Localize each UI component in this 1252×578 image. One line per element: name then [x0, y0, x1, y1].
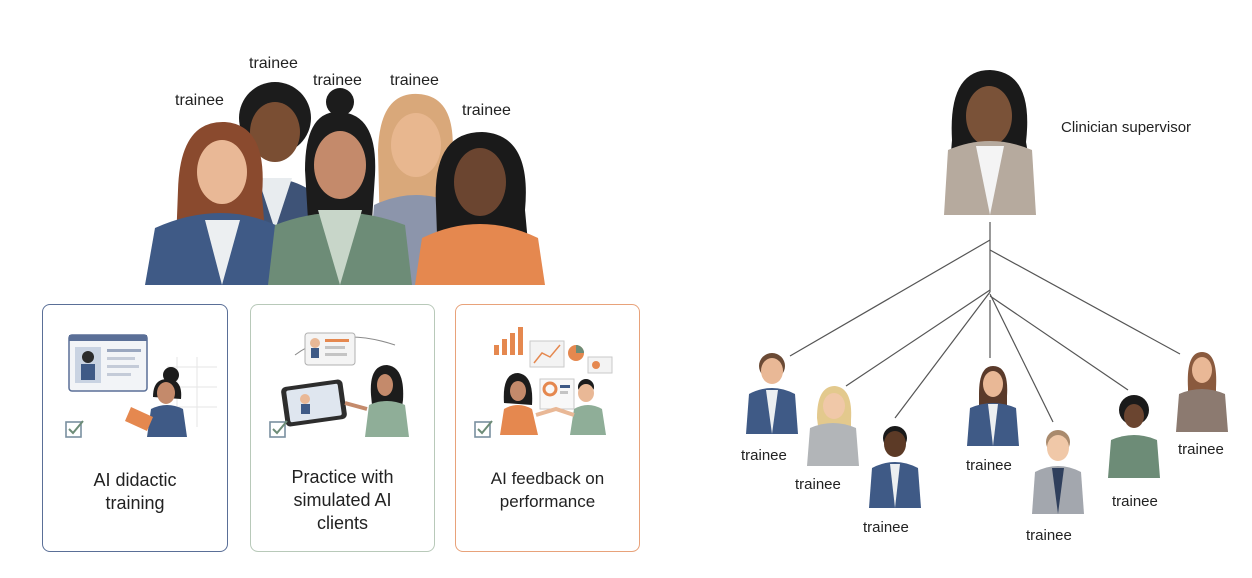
tree-trainee-figure-5 — [1032, 430, 1084, 514]
tree-trainee-figure-2 — [807, 386, 859, 466]
checkbox-icon — [269, 420, 288, 438]
card-ai-feedback-performance: AI feedback on performance — [455, 304, 640, 552]
didactic-training-illustration — [68, 334, 217, 437]
card-2-title-line-3: clients — [316, 513, 369, 533]
checkbox-icon — [65, 420, 84, 438]
group-trainee-label-4: trainee — [390, 72, 439, 89]
group-trainee-label-3: trainee — [313, 72, 362, 89]
tree-trainee-figure-1 — [746, 353, 798, 434]
supervisor-label: Clinician supervisor — [1061, 119, 1192, 136]
tree-trainee-figure-4 — [967, 366, 1019, 446]
group-trainee-label-5: trainee — [462, 102, 511, 119]
trainee-group — [140, 70, 550, 285]
tree-trainee-label-4: trainee — [966, 457, 1012, 474]
tree-trainee-label-3: trainee — [863, 519, 909, 536]
checkbox-icon — [474, 420, 493, 438]
trainee-figure-1 — [145, 121, 290, 285]
tree-trainee-label-6: trainee — [1112, 493, 1158, 510]
tree-trainee-figure-3 — [869, 426, 921, 508]
tree-trainee-figure-6 — [1108, 395, 1160, 478]
supervisor-figure — [944, 70, 1036, 215]
card-2-title-line-1: Practice with — [291, 467, 394, 487]
card-1-title-line-2: training — [105, 493, 165, 513]
card-3-title-line-2: performance — [499, 492, 596, 511]
tree-trainee-label-7: trainee — [1178, 441, 1224, 458]
card-ai-didactic-training: AI didactic training — [42, 304, 228, 552]
simulated-client-illustration — [281, 332, 409, 437]
tree-trainee-label-5: trainee — [1026, 527, 1072, 544]
card-practice-simulated-clients: Practice with simulated AI clients — [250, 304, 435, 552]
tree-trainee-label-2: trainee — [795, 476, 841, 493]
tree-trainee-figure-7 — [1176, 352, 1228, 432]
group-trainee-label-1: trainee — [175, 92, 224, 109]
trainee-figure-3 — [268, 88, 412, 285]
feedback-illustration — [494, 327, 613, 435]
group-trainee-label-2: trainee — [249, 55, 298, 72]
trainee-group-illustration — [145, 82, 545, 285]
trainee-figure-5 — [415, 132, 545, 285]
card-2-title-line-2: simulated AI — [293, 490, 392, 510]
tree-trainee-label-1: trainee — [741, 447, 787, 464]
card-1-title-line-1: AI didactic — [93, 470, 177, 490]
card-3-title-line-1: AI feedback on — [490, 469, 605, 488]
